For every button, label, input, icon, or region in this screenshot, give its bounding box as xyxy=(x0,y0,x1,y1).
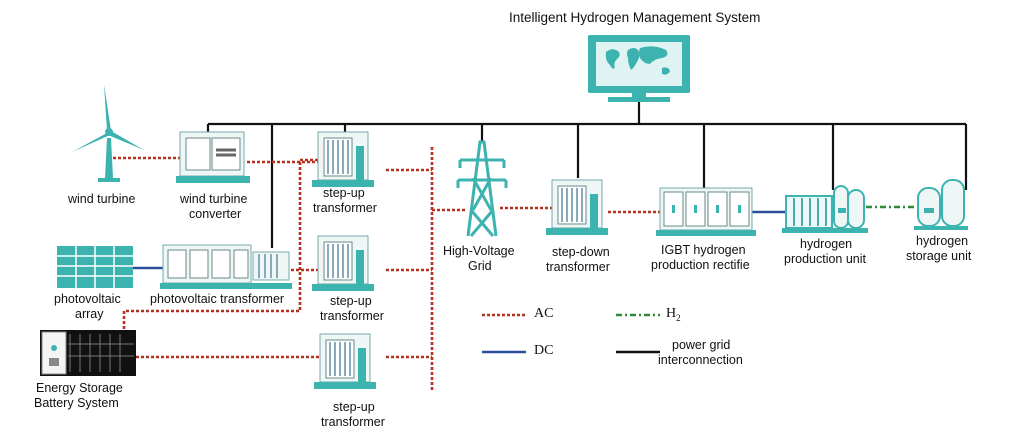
label-stepup-1b: transformer xyxy=(313,201,377,215)
label-pv-array-1: photovoltaic xyxy=(54,292,121,306)
label-h2-prod-2: production unit xyxy=(784,252,867,266)
label-battery-1: Energy Storage xyxy=(36,381,123,395)
grid-interconnection-lines xyxy=(206,96,968,248)
label-stepup-2b: transformer xyxy=(320,309,384,323)
label-wind-turbine: wind turbine xyxy=(68,192,136,206)
stepup-transformer-1 xyxy=(311,131,375,188)
label-battery-2: Battery System xyxy=(34,396,119,410)
label-stepup-2a: step-up xyxy=(330,294,372,308)
label-igbt-2: production rectifie xyxy=(651,258,750,272)
battery-icon xyxy=(40,330,136,376)
label-stepup-3b: transformer xyxy=(321,415,385,429)
stepup-transformer-3 xyxy=(313,333,377,390)
label-wind-converter-2: converter xyxy=(189,207,242,221)
label-h2-prod-1: hydrogen xyxy=(800,237,853,251)
label-stepup-1a: step-up xyxy=(323,186,365,200)
system-title: Intelligent Hydrogen Management System xyxy=(509,10,761,25)
legend-h2-label: H2 xyxy=(666,306,681,323)
rectifier-icon xyxy=(656,187,756,236)
label-wind-converter-1: wind turbine xyxy=(180,192,248,206)
legend-ac-label: AC xyxy=(534,306,554,321)
pv-transformer-icon xyxy=(160,244,292,289)
legend-swatches xyxy=(482,313,660,354)
converter-icon xyxy=(176,131,250,183)
legend-dc-label: DC xyxy=(534,343,554,358)
label-hv-grid-1: High-Voltage xyxy=(443,244,515,258)
label-stepdown-1: step-down xyxy=(552,245,610,259)
label-stepup-3a: step-up xyxy=(333,400,375,414)
solar-panel-icon xyxy=(57,246,133,288)
label-h2-store-2: storage unit xyxy=(906,249,972,263)
label-h2-store-1: hydrogen xyxy=(916,234,969,248)
stepdown-transformer xyxy=(545,179,609,236)
dc-lines xyxy=(133,210,786,270)
label-hv-grid-2: Grid xyxy=(468,259,492,273)
wind-turbine-icon xyxy=(72,84,144,182)
label-stepdown-2: transformer xyxy=(546,260,610,274)
hydrogen-production-icon xyxy=(782,185,868,233)
legend-grid-label-1: power grid xyxy=(672,338,731,352)
ac-lines xyxy=(113,147,660,392)
label-igbt-1: IGBT hydrogen xyxy=(661,243,746,257)
hydrogen-tank-icon xyxy=(914,179,968,230)
pylon-icon xyxy=(456,140,508,237)
monitor-icon xyxy=(588,35,690,102)
stepup-transformer-2 xyxy=(311,235,375,292)
label-pv-array-2: array xyxy=(75,307,104,321)
legend-grid-label-2: interconnection xyxy=(658,353,743,367)
label-pv-transformer: photovoltaic transformer xyxy=(150,292,285,306)
